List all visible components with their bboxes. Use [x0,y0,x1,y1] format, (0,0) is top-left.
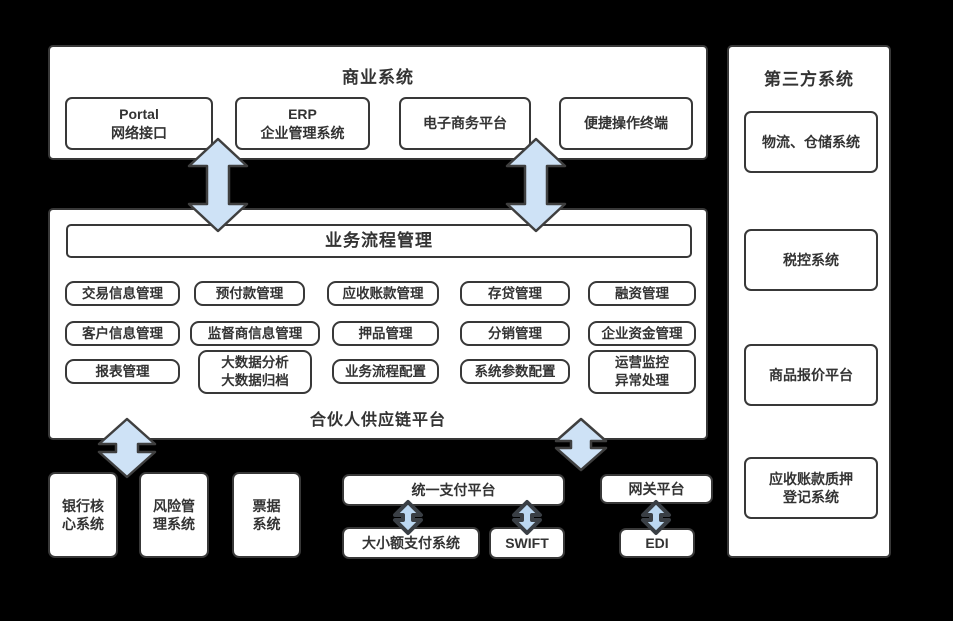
node-prepayment-mgmt: 预付款管理 [194,281,305,306]
node-distribution-mgmt: 分销管理 [460,321,570,346]
node-ecommerce-platform: 电子商务平台 [399,97,531,150]
supply-chain-platform-section: 业务流程管理 交易信息管理 预付款管理 应收账款管理 存贷管理 融资管理 客户信… [48,208,708,440]
node-process-config: 业务流程配置 [332,359,439,384]
node-financing-mgmt: 融资管理 [588,281,696,306]
third-party-title: 第三方系统 [764,70,854,89]
node-deposit-loan-mgmt: 存贷管理 [460,281,570,306]
node-erp-system: ERP 企业管理系统 [235,97,370,150]
node-report-mgmt: 报表管理 [65,359,180,384]
third-party-section: 第三方系统 物流、仓储系统 税控系统 商品报价平台 应收账款质押 登记系统 [727,45,891,558]
node-receivables-mgmt: 应收账款管理 [327,281,439,306]
business-system-section: 商业系统 Portal 网络接口 ERP 企业管理系统 电子商务平台 便捷操作终… [48,45,708,160]
node-customer-info-mgmt: 客户信息管理 [65,321,180,346]
business-system-title: 商业系统 [342,68,414,87]
node-gateway-platform: 网关平台 [600,474,713,504]
node-edi: EDI [619,528,695,558]
node-bigdata-analysis-archive: 大数据分析 大数据归档 [198,350,312,394]
node-bill-system: 票据 系统 [232,472,301,558]
node-enterprise-funds-mgmt: 企业资金管理 [588,321,696,346]
node-tax-control: 税控系统 [744,229,878,291]
node-collateral-mgmt: 押品管理 [332,321,439,346]
node-transaction-info-mgmt: 交易信息管理 [65,281,180,306]
node-supervisor-info-mgmt: 监督商信息管理 [190,321,320,346]
node-risk-mgmt-system: 风险管 理系统 [139,472,209,558]
node-bank-core-system: 银行核 心系统 [48,472,118,558]
node-commodity-quotation: 商品报价平台 [744,344,878,406]
node-unified-payment-platform: 统一支付平台 [342,474,565,506]
node-logistics-warehouse: 物流、仓储系统 [744,111,878,173]
node-receivables-pledge-registration: 应收账款质押 登记系统 [744,457,878,519]
bpm-header: 业务流程管理 [66,224,692,258]
node-portal-interface: Portal 网络接口 [65,97,213,150]
node-convenient-terminal: 便捷操作终端 [559,97,693,150]
platform-footer-label: 合伙人供应链平台 [309,412,446,429]
node-system-params-config: 系统参数配置 [460,359,570,384]
node-large-small-payment-system: 大小额支付系统 [342,527,480,559]
node-swift: SWIFT [489,527,565,559]
node-ops-monitoring-exception: 运营监控 异常处理 [588,350,696,394]
